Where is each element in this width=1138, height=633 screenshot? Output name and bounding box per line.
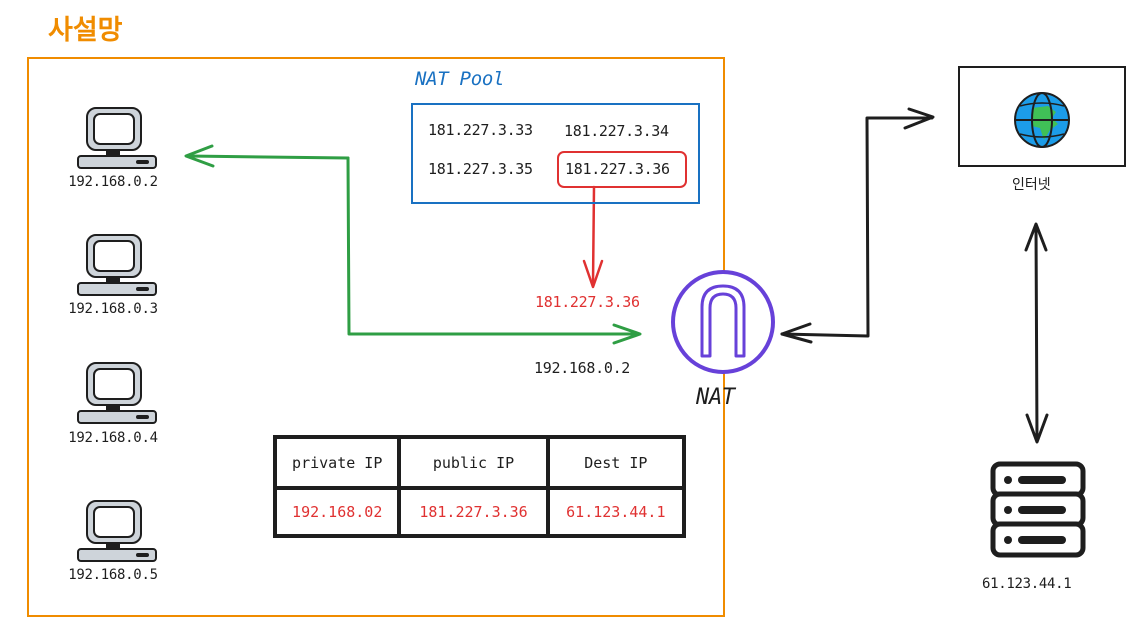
host-ip-label: 192.168.0.2 [68, 174, 158, 190]
table-row: 192.168.02 181.227.3.36 61.123.44.1 [272, 486, 687, 538]
nat-icon[interactable] [671, 270, 775, 374]
server-ip-label: 61.123.44.1 [982, 576, 1072, 592]
table-header-cell: public IP [397, 435, 550, 490]
pool-address-selected: 181.227.3.36 [565, 160, 670, 178]
host-ip-label: 192.168.0.3 [68, 301, 158, 317]
computer-icon[interactable] [77, 107, 157, 169]
translated-public-ip: 181.227.3.36 [535, 293, 640, 311]
source-private-ip: 192.168.0.2 [534, 359, 631, 377]
nat-label: NAT [696, 385, 735, 410]
computer-icon[interactable] [77, 234, 157, 296]
internet-label: 인터넷 [1012, 177, 1051, 193]
internet-box[interactable] [958, 66, 1126, 167]
host-ip-label: 192.168.0.5 [68, 567, 158, 583]
private-network-title: 사설망 [48, 15, 123, 46]
globe-icon [1014, 92, 1070, 148]
table-cell: 181.227.3.36 [397, 486, 550, 538]
table-header-cell: private IP [272, 435, 402, 490]
pool-address: 181.227.3.35 [428, 160, 533, 178]
nat-translation-table: private IP public IP Dest IP 192.168.02 … [272, 435, 687, 538]
computer-icon[interactable] [77, 500, 157, 562]
server-icon[interactable] [990, 461, 1086, 558]
table-cell: 192.168.02 [272, 486, 402, 538]
computer-icon[interactable] [77, 362, 157, 424]
host-ip-label: 192.168.0.4 [68, 430, 158, 446]
selected-pool-address-highlight [557, 151, 687, 188]
table-cell: 61.123.44.1 [545, 486, 687, 538]
nat-internet-link [780, 107, 935, 344]
private-flow-arrow [184, 144, 642, 345]
internet-server-link [1024, 222, 1049, 444]
nat-pool-box [411, 103, 700, 204]
nat-pool-title: NAT Pool [415, 68, 505, 90]
pool-address: 181.227.3.33 [428, 121, 533, 139]
table-header-row: private IP public IP Dest IP [272, 435, 687, 490]
pool-address: 181.227.3.34 [564, 122, 669, 140]
table-header-cell: Dest IP [545, 435, 687, 490]
